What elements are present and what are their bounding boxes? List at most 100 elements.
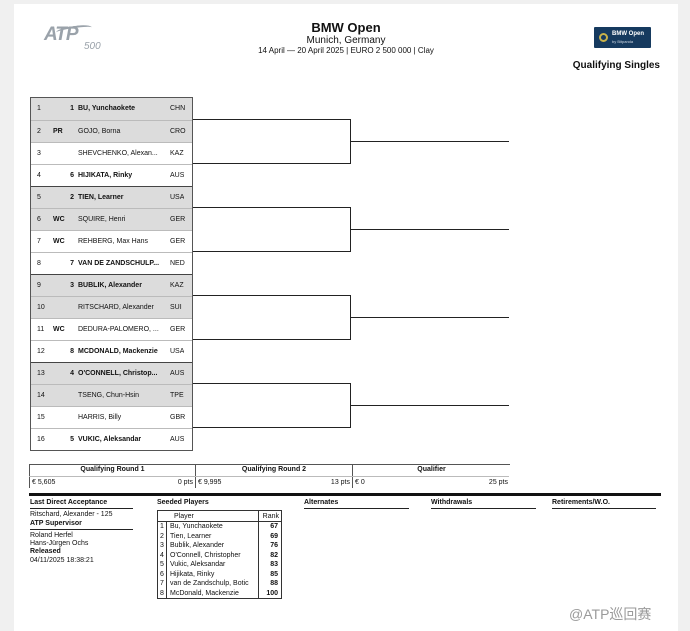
player-country: USA xyxy=(170,348,185,355)
player-name: HARRIS, Billy xyxy=(78,414,122,421)
player-country: KAZ xyxy=(170,282,184,289)
footer-divider xyxy=(29,493,661,496)
draw-position: 8 xyxy=(37,260,41,267)
player-name: BUBLIK, Alexander xyxy=(78,282,142,289)
player-country: KAZ xyxy=(170,150,184,157)
bracket-line xyxy=(193,427,351,428)
player-name: SQUIRE, Henri xyxy=(78,216,126,223)
player-name: HIJIKATA, Rinky xyxy=(78,172,133,179)
rank-column-divider xyxy=(258,511,259,598)
player-name: GOJO, Borna xyxy=(78,128,121,135)
draw-row: 3 SHEVCHENKO, Alexan... KAZ xyxy=(31,142,192,164)
player-country: TPE xyxy=(170,392,184,399)
seed-number: 4 xyxy=(70,370,74,377)
last-direct-acceptance-value: Ritschard, Alexander - 125 xyxy=(30,511,113,518)
draw-position: 11 xyxy=(37,326,45,333)
seed-player-rank: 85 xyxy=(270,570,278,578)
seed-number: 1 xyxy=(70,105,74,112)
player-name: SHEVCHENKO, Alexan... xyxy=(78,150,158,157)
entry-type: WC xyxy=(53,216,65,223)
player-country: AUS xyxy=(170,436,185,443)
seed-table-header: Player Rank xyxy=(158,511,281,522)
seed-number: 7 xyxy=(158,579,167,589)
bracket-line xyxy=(350,119,351,164)
bracket-line xyxy=(193,295,351,296)
bracket-line xyxy=(351,405,509,406)
seed-player-name: van de Zandschulp, Botic xyxy=(170,580,249,587)
round-prize: € 5,605 xyxy=(32,479,56,486)
player-country: GER xyxy=(170,238,186,245)
bmw-roundel-icon xyxy=(599,33,608,42)
entry-type: WC xyxy=(53,238,65,245)
entry-type: WC xyxy=(53,326,65,333)
player-name: DEDURA-PALOMERO, ... xyxy=(78,326,159,333)
last-direct-acceptance-label: Last Direct Acceptance xyxy=(30,499,108,506)
seed-number: 2 xyxy=(158,531,167,541)
draw-position: 4 xyxy=(37,172,41,179)
draw-row: 6 WC SQUIRE, Henri GER xyxy=(31,208,192,230)
seed-player-name: Tien, Learner xyxy=(170,532,212,540)
alternates-underline xyxy=(304,508,409,509)
bracket-line xyxy=(350,295,351,340)
atp-logo-text: ATP xyxy=(44,24,79,45)
draw-position: 2 xyxy=(37,128,41,135)
player-name: RITSCHARD, Alexander xyxy=(78,304,154,311)
seed-number: 3 xyxy=(70,282,74,289)
player-name: O'CONNELL, Christop... xyxy=(78,370,158,377)
lda-underline xyxy=(30,508,133,509)
round-points: 25 pts xyxy=(488,479,508,486)
player-country: GER xyxy=(170,216,186,223)
player-country: USA xyxy=(170,194,185,201)
round-prize: € 0 xyxy=(355,479,365,486)
draw-position: 16 xyxy=(37,436,45,443)
draw-position: 10 xyxy=(37,304,45,311)
seed-player-name: Bublik, Alexander xyxy=(170,542,225,549)
seed-player-name: Hijikata, Rinky xyxy=(170,570,215,578)
tournament-location: Munich, Germany xyxy=(306,35,386,46)
draw-position: 9 xyxy=(37,282,41,289)
round-points: 0 pts xyxy=(177,479,193,486)
player-country: AUS xyxy=(170,370,185,377)
draw-position: 15 xyxy=(37,414,45,421)
bracket-line xyxy=(351,141,509,142)
bracket-line xyxy=(193,383,351,384)
seed-number: 7 xyxy=(70,260,74,267)
draw-position: 6 xyxy=(37,216,41,223)
seed-number: 2 xyxy=(70,194,74,201)
tournament-info: 14 April — 20 April 2025 | EURO 2 500 00… xyxy=(258,46,434,55)
bracket-line xyxy=(350,383,351,428)
seed-player-rank: 69 xyxy=(270,532,278,540)
atp-500-logo: ATP 500 xyxy=(44,23,114,56)
round-points: 13 pts xyxy=(330,479,350,486)
player-country: CRO xyxy=(170,128,186,135)
bracket-line xyxy=(193,119,351,120)
seed-player-rank: 88 xyxy=(270,580,278,587)
draw-position: 3 xyxy=(37,150,41,157)
round-name: Qualifying Round 1 xyxy=(80,466,145,473)
seed-player-name: Bu, Yunchaokete xyxy=(170,523,223,530)
seed-player-rank: 82 xyxy=(270,551,278,559)
supervisor-name-2: Hans-Jürgen Ochs xyxy=(30,540,89,547)
bracket-line xyxy=(193,339,351,340)
supervisor-label: ATP Supervisor xyxy=(30,520,82,527)
player-name: BU, Yunchaokete xyxy=(78,105,136,112)
weibo-watermark: @ATP巡回赛 xyxy=(569,606,652,622)
draw-position: 14 xyxy=(37,392,45,399)
withdrawals-label: Withdrawals xyxy=(431,499,473,506)
seed-number: 5 xyxy=(158,560,167,570)
round-prize: € 9,995 xyxy=(198,479,222,486)
sponsor-logo-text: BMW Open xyxy=(612,31,644,37)
